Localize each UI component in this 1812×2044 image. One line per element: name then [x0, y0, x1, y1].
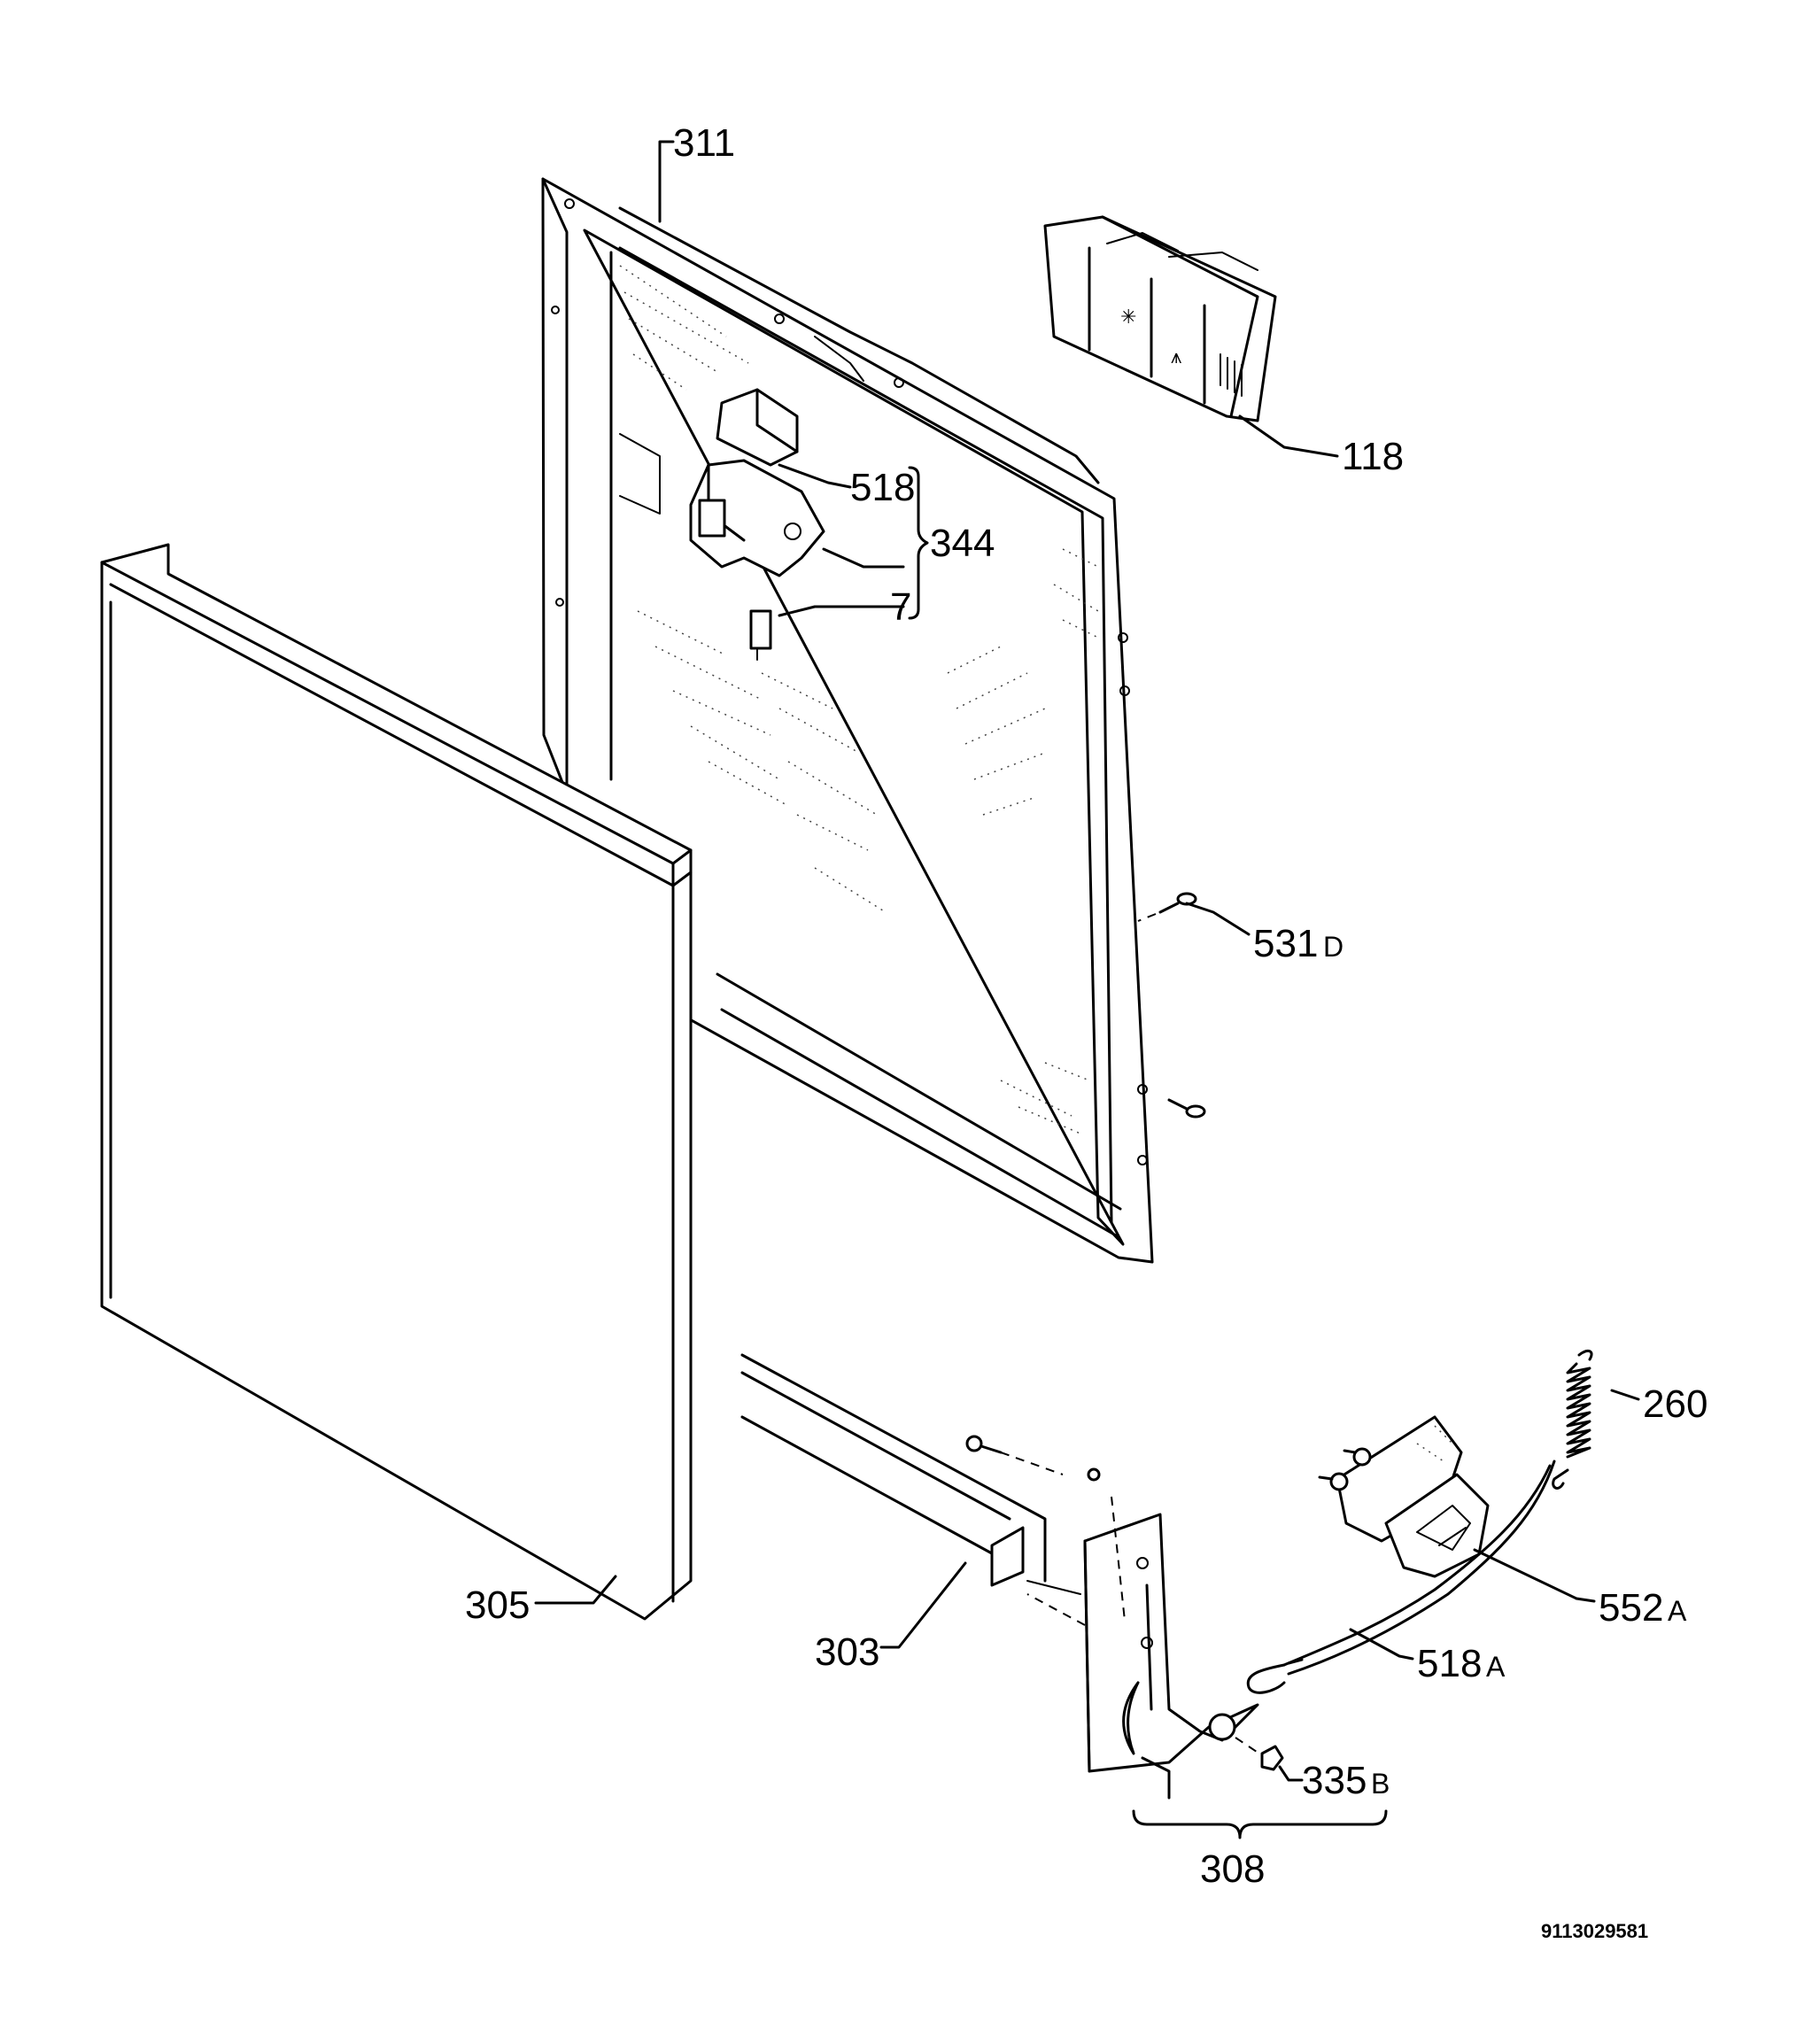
label-518: 518	[850, 466, 915, 509]
label-303: 303	[815, 1630, 879, 1674]
label-531: 531	[1253, 922, 1318, 965]
label-335: 335	[1302, 1759, 1367, 1802]
rinse-aid-symbol-icon: ✳	[1120, 306, 1136, 328]
label-518a-suffix: A	[1486, 1651, 1506, 1683]
hinge-screw	[965, 1435, 1101, 1482]
label-308: 308	[1200, 1847, 1265, 1891]
leader-lines	[534, 140, 1640, 1839]
detergent-symbol-icon: ⩚	[1171, 345, 1181, 368]
label-311: 311	[673, 121, 735, 165]
label-260: 260	[1643, 1382, 1707, 1426]
counterbalance-spring	[1552, 1349, 1593, 1490]
hinge-cable	[1246, 1459, 1556, 1694]
label-344: 344	[930, 522, 995, 565]
label-118: 118	[1342, 435, 1404, 478]
panel-screw-upper	[1137, 892, 1197, 922]
pivot-bolt	[1235, 1737, 1284, 1771]
door-switch-microswitch	[749, 609, 772, 661]
label-552: 552	[1599, 1586, 1663, 1630]
label-552-suffix: A	[1668, 1595, 1687, 1627]
label-335-suffix: B	[1371, 1768, 1390, 1800]
pulley-bracket	[1318, 1415, 1490, 1578]
outer-door-panel	[100, 543, 693, 1621]
document-number: 9113029581	[1541, 1920, 1648, 1942]
door-lock-assembly	[689, 459, 825, 577]
label-305: 305	[465, 1583, 530, 1627]
panel-screw-lower	[1167, 1098, 1206, 1119]
inner-door-panel	[541, 177, 1154, 1264]
door-bottom-rail	[740, 1353, 1081, 1595]
label-531-suffix: D	[1323, 931, 1344, 963]
detergent-dispenser: ✳ ⩚	[1043, 215, 1277, 422]
label-7: 7	[890, 585, 911, 629]
door-hinge	[1026, 1496, 1259, 1773]
label-518a: 518	[1417, 1642, 1482, 1685]
door-lock-striker	[716, 388, 799, 467]
